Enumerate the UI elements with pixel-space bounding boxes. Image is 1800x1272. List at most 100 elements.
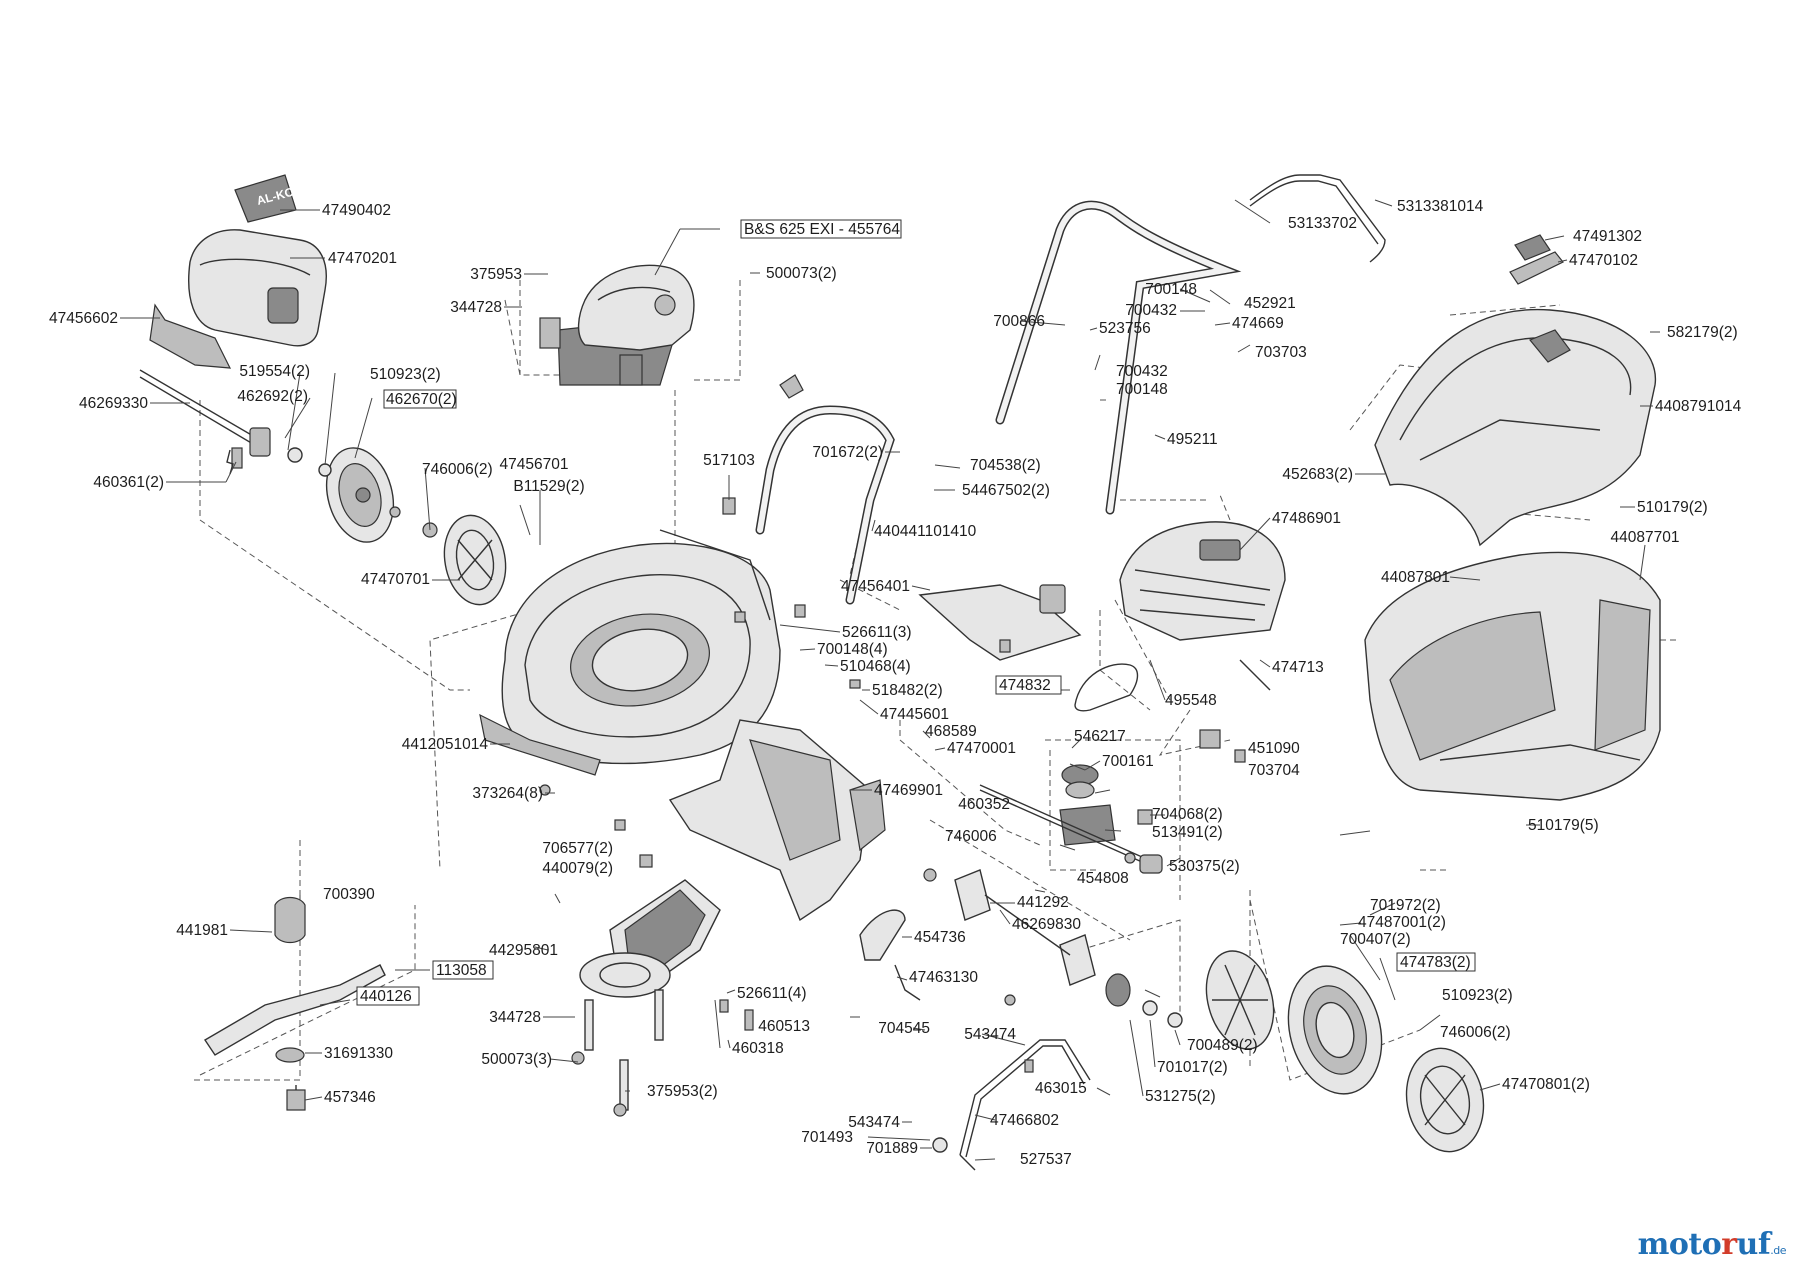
part-label: 47466802 — [990, 1112, 1059, 1129]
rear-axle-bracket-part — [954, 869, 1096, 986]
front-wheel-part — [325, 447, 395, 543]
part-label: 47456701 — [500, 456, 569, 473]
part-label: 746006(2) — [1440, 1024, 1511, 1041]
part-label: 700148(4) — [817, 641, 888, 658]
part-label: 31691330 — [324, 1045, 393, 1062]
part-label: 700407(2) — [1340, 931, 1411, 948]
part-label: 46269830 — [1012, 916, 1081, 933]
part-label: 519554(2) — [239, 363, 310, 380]
part-label: 704545 — [878, 1020, 930, 1037]
part-label: 47470102 — [1569, 252, 1638, 269]
top-cover-part — [188, 229, 327, 347]
part-label: 706577(2) — [542, 840, 613, 857]
part-label: 526611(4) — [737, 985, 807, 1002]
part-label: 47487001(2) — [1358, 914, 1446, 931]
part-label: 454808 — [1077, 870, 1129, 887]
part-label: 701672(2) — [812, 444, 883, 461]
part-label: 700432 — [1116, 363, 1168, 380]
part-label: B&S 625 EXI - 455764 — [744, 221, 900, 238]
part-label: 460352 — [958, 796, 1010, 813]
part-label: 373264(8) — [472, 785, 543, 802]
logo-badge-part: AL-KO — [234, 174, 297, 223]
part-label: 440079(2) — [542, 860, 613, 877]
part-label: 700432 — [1125, 302, 1177, 319]
brand-tld: .de — [1770, 1244, 1786, 1257]
mulch-plug-part — [918, 584, 1082, 661]
part-label: 452683(2) — [1282, 466, 1353, 483]
mulch-insert-part — [579, 879, 721, 998]
part-label: 4408791014 — [1655, 398, 1742, 415]
part-label: 500073(2) — [766, 265, 837, 282]
part-label: 543474 — [848, 1114, 900, 1131]
upper-handle-part — [995, 200, 1242, 515]
rear-axle-rod-part — [1239, 659, 1271, 691]
rear-flap-part — [1119, 521, 1286, 641]
front-hubcap-part — [443, 514, 507, 606]
part-label: 47486901 — [1272, 510, 1341, 527]
part-label: 54467502(2) — [962, 482, 1050, 499]
leader-lines — [120, 199, 1660, 1161]
part-label: 517103 — [703, 452, 755, 469]
part-label: 47456602 — [49, 310, 118, 327]
part-label: 531275(2) — [1145, 1088, 1216, 1105]
front-axle-part — [139, 369, 271, 469]
part-label: 700161 — [1102, 753, 1154, 770]
part-label: 46269330 — [79, 395, 148, 412]
part-label: 518482(2) — [872, 682, 943, 699]
part-label: 746006 — [945, 828, 997, 845]
engine-part — [539, 264, 695, 386]
part-label: 700148 — [1116, 381, 1168, 398]
rear-wheel-part — [1287, 965, 1383, 1095]
part-label: 527537 — [1020, 1151, 1072, 1168]
rear-deflector-part — [668, 719, 886, 922]
blade-assembly-part — [204, 896, 386, 1111]
label-boxes — [356, 219, 1476, 1006]
part-label: 510468(4) — [840, 658, 911, 675]
part-label: 440441101410 — [874, 523, 977, 540]
brand-part-1: moto — [1637, 1227, 1722, 1262]
part-label: 44295801 — [489, 942, 558, 959]
part-label: 700489(2) — [1187, 1037, 1258, 1054]
small-hardware — [539, 497, 1246, 1117]
part-label: 344728 — [489, 1009, 541, 1026]
rear-hubcap-part — [1405, 1047, 1485, 1153]
brand-part-3: uf — [1736, 1227, 1771, 1262]
part-label: 113058 — [436, 962, 487, 979]
part-label: 460318 — [732, 1040, 784, 1057]
part-label: 451090 — [1248, 740, 1300, 757]
part-number-labels: 47490402 47470201 47456602 46269330 5195… — [49, 198, 1742, 1168]
part-label: 510923(2) — [1442, 987, 1513, 1004]
part-label: 462670(2) — [386, 391, 457, 408]
part-label: 47470801(2) — [1502, 1076, 1590, 1093]
brand-part-2: r — [1721, 1227, 1737, 1262]
part-label: 700390 — [323, 886, 375, 903]
part-label: 53133702 — [1288, 215, 1357, 232]
rear-gear-ring-part — [1205, 950, 1275, 1050]
part-label: 523756 — [1099, 320, 1151, 337]
part-label: 462692(2) — [237, 388, 308, 405]
grass-box-handle-part — [1509, 234, 1564, 285]
part-label: 546217 — [1074, 728, 1126, 745]
part-label: 701972(2) — [1370, 897, 1441, 914]
part-label: 526611(3) — [842, 624, 912, 641]
part-label: 441292 — [1017, 894, 1069, 911]
part-label: 463015 — [1035, 1080, 1087, 1097]
part-label: 47490402 — [322, 202, 391, 219]
gearbox-part — [979, 764, 1163, 874]
part-label: 474783(2) — [1400, 954, 1471, 971]
part-label: 701889 — [866, 1140, 918, 1157]
rear-pinion-part — [1105, 973, 1183, 1028]
part-label: 47463130 — [909, 969, 978, 986]
drive-bail-part — [1249, 174, 1386, 263]
part-label: 454736 — [914, 929, 966, 946]
part-label: 440126 — [360, 988, 412, 1005]
lower-handle-part — [755, 374, 895, 605]
part-label: 513491(2) — [1152, 824, 1223, 841]
part-label: 44087801 — [1381, 569, 1450, 586]
part-label: 460361(2) — [93, 474, 164, 491]
brand-watermark: motoruf.de — [1637, 1227, 1787, 1262]
part-label: 701017(2) — [1157, 1059, 1228, 1076]
part-label: 701493 — [801, 1129, 853, 1146]
grass-box-lid-part — [1374, 308, 1657, 547]
